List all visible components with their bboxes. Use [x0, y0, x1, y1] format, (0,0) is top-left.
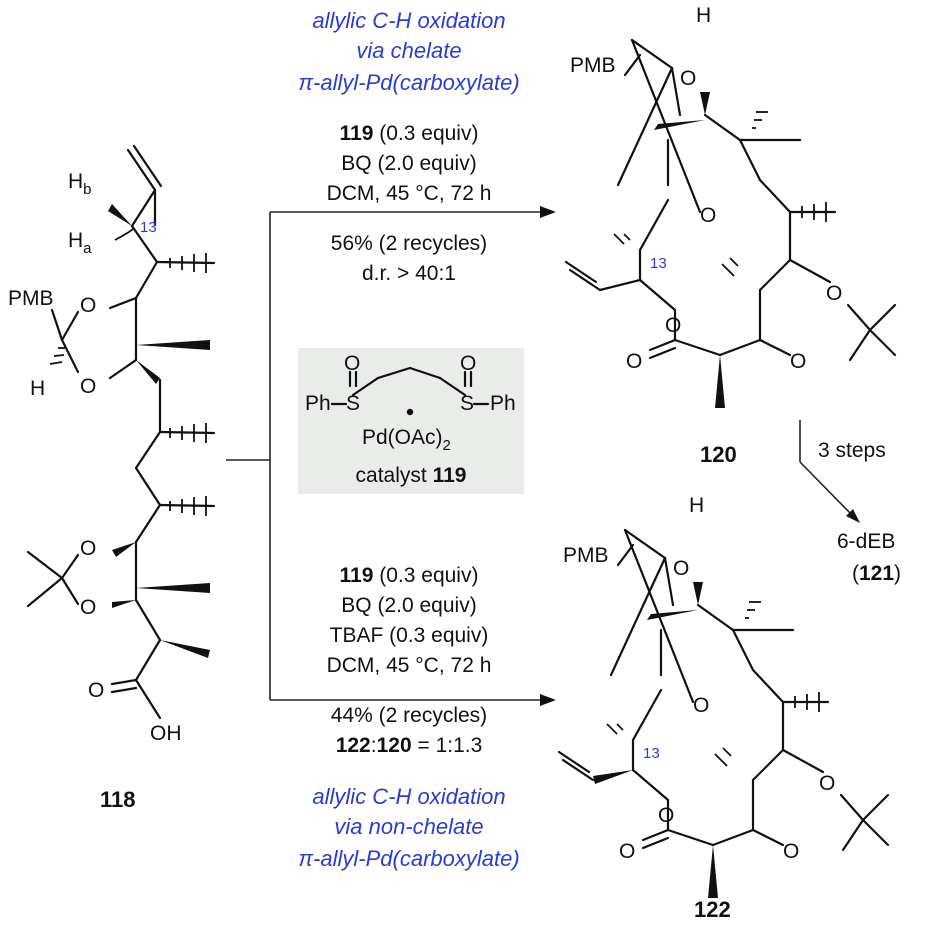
hydrogen-label: H: [30, 377, 45, 400]
pmb-label: PMB: [8, 287, 54, 310]
methyl-hash-120a: [752, 111, 768, 129]
oxygen-label: O: [790, 350, 806, 373]
oxygen-label: O: [665, 314, 681, 337]
compound-120-label: 120: [700, 442, 737, 467]
oxygen-label: O: [783, 840, 799, 863]
top-note-line2: via chelate: [356, 38, 461, 63]
bottom-ratio: 122:120 = 1:1.3: [336, 734, 483, 757]
oxygen-label: O: [88, 679, 104, 702]
compound-120-structure: H PMB O O 13 O O O O: [564, 4, 897, 408]
c13-hash-bond: [114, 228, 134, 241]
acetal-h-label: H: [696, 4, 711, 27]
pmb-label: PMB: [570, 54, 616, 77]
top-solvent-temp: DCM, 45 °C, 72 h: [327, 182, 492, 205]
c13-position-label: 13: [650, 255, 667, 272]
compound-122-structure: H PMB O O 13 O O O O: [557, 494, 890, 898]
methyl-hash-122c: [714, 747, 732, 767]
top-note-line1: allylic C-H oxidation: [312, 8, 505, 33]
sulfoxide-o-right: O: [460, 352, 476, 375]
compound-118-label: 118: [100, 787, 136, 812]
oxygen-label: O: [80, 537, 96, 560]
carbonyl-o-label: O: [626, 350, 642, 373]
phenyl-left: Ph: [305, 392, 331, 415]
product-121-label: (121): [852, 562, 901, 585]
bottom-catalyst-loading: 119 (0.3 equiv): [340, 564, 479, 587]
compound-118-structure: Hb Ha 13 PMB O O H O O O OH: [8, 144, 216, 745]
hydroxyl-label: OH: [150, 722, 182, 745]
oxygen-label: O: [80, 596, 96, 619]
bottom-note-line3: π-allyl-Pd(carboxylate): [298, 846, 519, 871]
oxygen-label: O: [826, 282, 842, 305]
steps-label: 3 steps: [818, 439, 886, 462]
oxygen-label: O: [80, 375, 96, 398]
methyl-hash-122d: [606, 723, 624, 735]
adduct-dot: [406, 408, 414, 416]
reaction-branch: [226, 206, 556, 706]
acetal-hash: [49, 347, 65, 365]
sulfur-right: S: [460, 392, 474, 415]
c13-position-label: 13: [140, 219, 157, 236]
top-yield: 56% (2 recycles): [331, 232, 487, 255]
bottom-conditions: 119 (0.3 equiv) BQ (2.0 equiv) TBAF (0.3…: [298, 564, 519, 871]
phenyl-right: Ph: [490, 392, 516, 415]
top-conditions: allylic C-H oxidation via chelate π-ally…: [298, 8, 519, 285]
top-catalyst-loading: 119 (0.3 equiv): [340, 122, 479, 145]
catalyst-label: catalyst 119: [356, 464, 467, 487]
top-dr: d.r. > 40:1: [362, 262, 456, 285]
oxygen-label: O: [700, 204, 716, 227]
top-oxidant: BQ (2.0 equiv): [341, 152, 476, 175]
methyl-hash-122a: [745, 601, 761, 619]
methyl-hash-120d: [613, 233, 631, 245]
bottom-solvent-temp: DCM, 45 °C, 72 h: [327, 654, 492, 677]
oxygen-label: O: [693, 694, 709, 717]
oxygen-label: O: [658, 804, 674, 827]
bottom-oxidant: BQ (2.0 equiv): [341, 594, 476, 617]
oxygen-label: O: [673, 557, 689, 580]
product-6deb-label: 6-dEB: [837, 530, 895, 553]
top-note-line3: π-allyl-Pd(carboxylate): [298, 70, 519, 95]
carbonyl-o-label: O: [619, 840, 635, 863]
ha-label: Ha: [68, 229, 92, 257]
bottom-note-line1: allylic C-H oxidation: [312, 784, 505, 809]
bottom-yield: 44% (2 recycles): [331, 704, 487, 727]
catalyst-box: Ph S O S O Ph Pd(OAc)2 catalyst 119: [298, 348, 524, 494]
arrow-head-bottom: [540, 694, 556, 706]
conversion-arrow: 3 steps: [799, 420, 886, 523]
hb-label: Hb: [68, 170, 92, 198]
sulfur-left: S: [346, 392, 360, 415]
bottom-additive: TBAF (0.3 equiv): [330, 624, 489, 647]
palladium-acetate: Pd(OAc)2: [362, 426, 451, 454]
arrow-head-top: [540, 206, 556, 218]
oxygen-label: O: [819, 772, 835, 795]
bottom-note-line2: via non-chelate: [334, 814, 483, 839]
c13-position-label: 13: [643, 745, 660, 762]
acetal-h-label: H: [689, 494, 704, 517]
methyl-hash-120c: [721, 257, 739, 277]
oxygen-label: O: [680, 67, 696, 90]
compound-122-label: 122: [694, 897, 731, 922]
pmb-label: PMB: [563, 544, 609, 567]
sulfoxide-o-left: O: [344, 352, 360, 375]
oxygen-label: O: [80, 294, 96, 317]
